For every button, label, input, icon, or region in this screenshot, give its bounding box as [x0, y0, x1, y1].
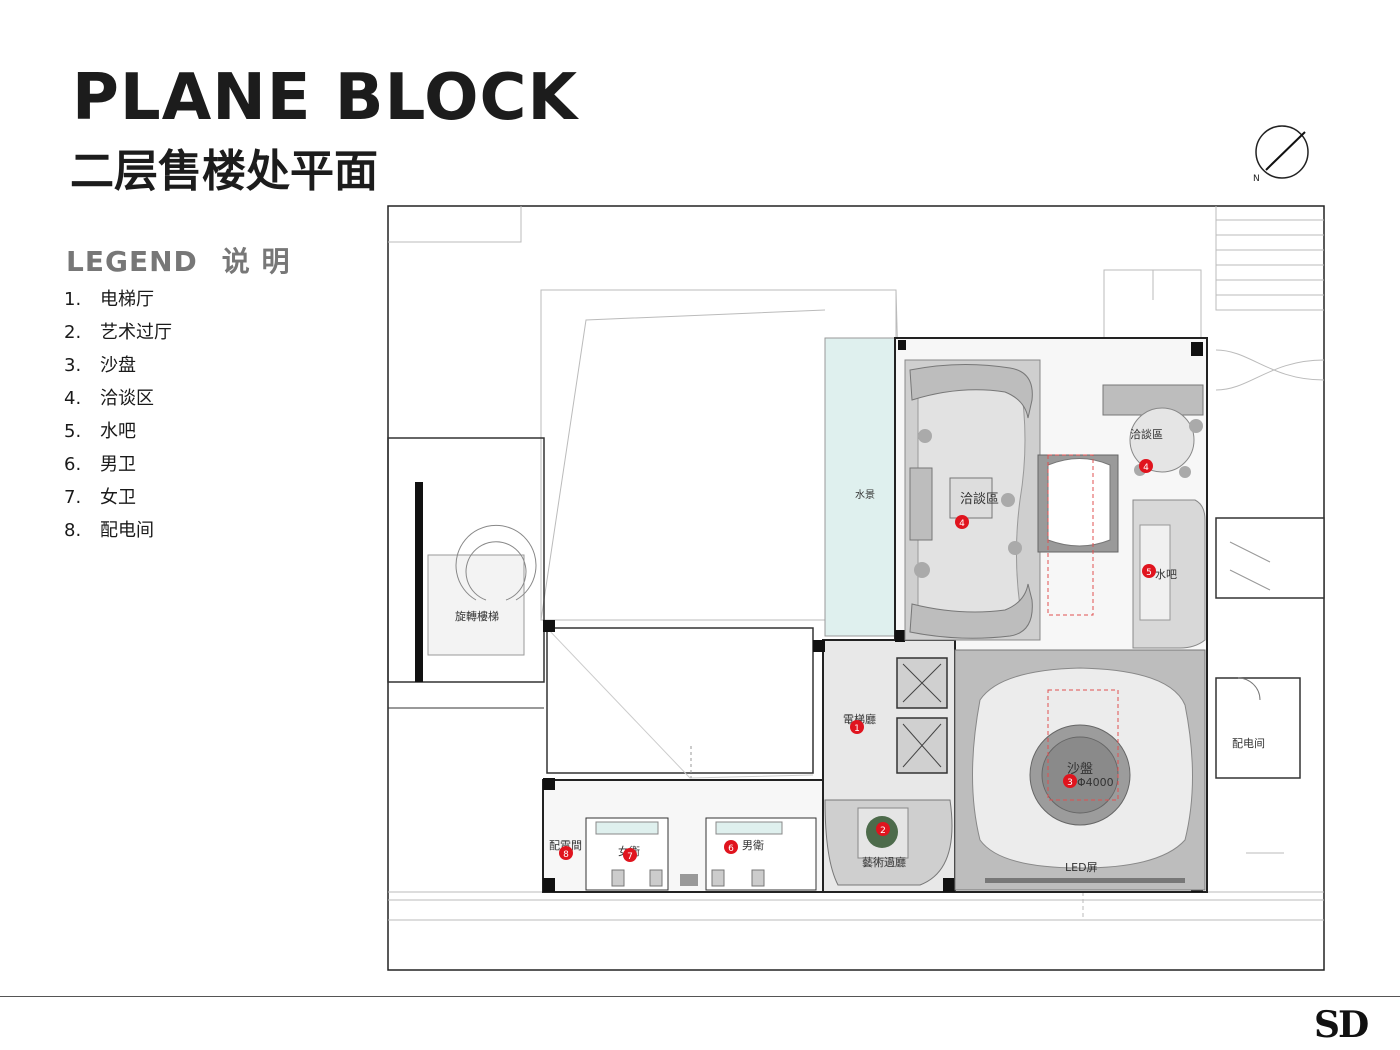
negotiation-left-label: 洽談區 — [960, 491, 999, 507]
art-hall-label: 藝術過廳 — [862, 855, 906, 869]
svg-text:1: 1 — [854, 724, 860, 734]
led-label: LED屏 — [1065, 861, 1098, 874]
legend-list: 1.电梯厅 2.艺术过厅 3.沙盘 4.洽谈区 5.水吧 6.男卫 7.女卫 8… — [64, 288, 172, 552]
legend-heading: LEGEND 说 明 — [66, 240, 315, 280]
svg-text:8: 8 — [563, 850, 569, 860]
legend-item: 2.艺术过厅 — [64, 322, 172, 343]
page-title: PLANE BLOCK — [72, 61, 579, 135]
marker-negotiation-left: 4 — [955, 515, 969, 529]
legend-item: 3.沙盘 — [64, 355, 136, 376]
marker-water-bar: 5 — [1142, 564, 1156, 578]
marker-womens: 7 — [623, 848, 637, 862]
water-bar-label: 水吧 — [1155, 568, 1177, 581]
room-markers: 1 2 3 4 4 5 6 7 8 — [559, 459, 1156, 862]
legend-item: 1.电梯厅 — [64, 289, 154, 310]
marker-power-room: 8 — [559, 846, 573, 860]
negotiation-area-left: 洽談區 — [904, 359, 1041, 641]
svg-text:4: 4 — [1143, 463, 1149, 473]
marker-negotiation-right: 4 — [1139, 459, 1153, 473]
legend-heading-cn: 说 明 — [221, 245, 291, 278]
svg-text:3: 3 — [1067, 778, 1073, 788]
floor-plan: N 旋轉樓梯 水景 — [387, 125, 1325, 971]
svg-text:6: 6 — [728, 844, 734, 854]
footer-divider — [0, 996, 1400, 997]
svg-text:7: 7 — [627, 852, 633, 862]
marker-mens: 6 — [724, 840, 738, 854]
negotiation-right-label: 洽談區 — [1130, 427, 1163, 441]
water-bar-area: 洽談區 水吧 — [1102, 384, 1206, 649]
legend-item: 7.女卫 — [64, 487, 136, 508]
page-subtitle: 二层售楼处平面 — [70, 146, 378, 197]
mens-label: 男衛 — [742, 839, 764, 852]
water-label: 水景 — [855, 489, 875, 501]
elevator-hall-label: 電梯廳 — [843, 712, 876, 726]
svg-text:2: 2 — [880, 826, 886, 836]
brand-logo: SD — [1314, 1004, 1369, 1046]
power-room-right-label: 配电间 — [1232, 737, 1265, 750]
sand-table-size: Φ4000 — [1077, 776, 1114, 789]
marker-sand-table: 3 — [1063, 774, 1077, 788]
marker-elevator-hall: 1 — [850, 720, 864, 734]
legend-item: 6.男卫 — [64, 454, 136, 475]
stair-label: 旋轉樓梯 — [455, 609, 499, 623]
north-label: N — [1253, 174, 1260, 184]
marker-art-hall: 2 — [876, 822, 890, 836]
legend-item: 8.配电间 — [64, 520, 154, 541]
power-room-right: 配电间 — [1215, 517, 1325, 779]
legend-item: 4.洽谈区 — [64, 388, 154, 409]
sand-table-hall: 沙盤 Φ4000 LED屏 — [954, 649, 1206, 891]
svg-text:4: 4 — [959, 519, 965, 529]
power-room-left-label: 配電間 — [549, 839, 582, 852]
sand-table-label: 沙盤 — [1067, 762, 1093, 777]
spiral-stair: 旋轉樓梯 — [387, 437, 545, 709]
elevator-shafts: 電梯廳 — [843, 657, 948, 774]
legend-item: 5.水吧 — [64, 421, 136, 442]
water-feature — [824, 337, 896, 637]
legend-heading-en: LEGEND — [66, 245, 198, 278]
art-hall: 藝術過廳 — [824, 799, 953, 886]
svg-text:5: 5 — [1146, 568, 1152, 578]
north-arrow-icon: N — [1253, 125, 1309, 184]
